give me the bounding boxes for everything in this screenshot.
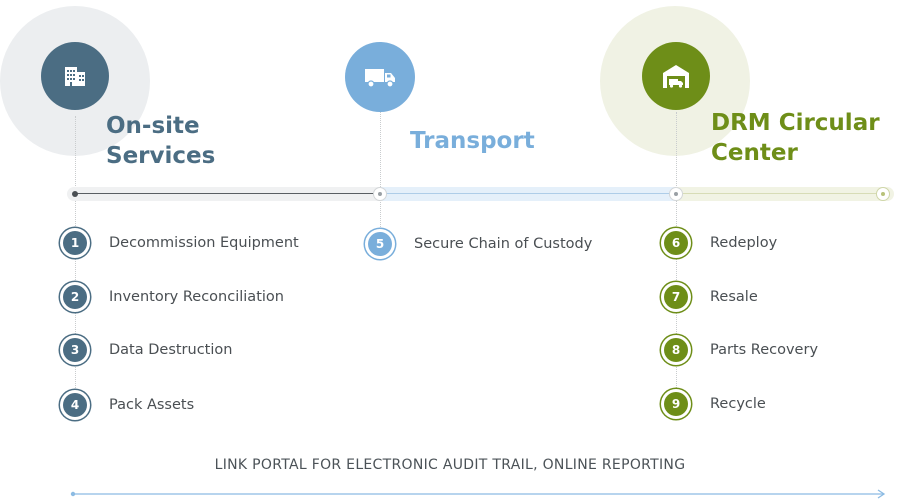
step-7: 7 Resale — [664, 285, 758, 309]
transport-guide-line — [380, 112, 381, 247]
step-badge: 9 — [664, 392, 688, 416]
step-label: Recycle — [710, 396, 766, 412]
transport-icon-circle — [345, 42, 415, 112]
footer-arrow — [70, 489, 886, 499]
timeline-node-transport — [373, 187, 387, 201]
timeline-node-drm — [669, 187, 683, 201]
warehouse-truck-icon — [663, 65, 689, 88]
step-label: Decommission Equipment — [109, 235, 299, 251]
step-8: 8 Parts Recovery — [664, 338, 818, 362]
step-label: Inventory Reconciliation — [109, 289, 284, 305]
timeline-band-transport — [380, 187, 676, 201]
drm-title: DRM Circular Center — [711, 110, 880, 166]
drm-guide-line — [676, 112, 677, 412]
drm-icon-circle — [642, 42, 710, 110]
step-label: Pack Assets — [109, 397, 195, 413]
timeline-start-dot — [72, 191, 78, 197]
step-label: Resale — [710, 289, 758, 305]
step-badge: 8 — [664, 338, 688, 362]
timeline-line-drm — [676, 193, 882, 194]
step-5: 5 Secure Chain of Custody — [368, 232, 592, 256]
onsite-guide-line — [75, 116, 76, 416]
step-badge: 3 — [63, 338, 87, 362]
step-label: Redeploy — [710, 235, 778, 251]
step-3: 3 Data Destruction — [63, 338, 232, 362]
onsite-icon-circle — [41, 42, 109, 110]
step-badge: 4 — [63, 393, 87, 417]
step-label: Parts Recovery — [710, 342, 819, 358]
step-badge: 7 — [664, 285, 688, 309]
step-2: 2 Inventory Reconciliation — [63, 285, 284, 309]
step-badge: 5 — [368, 232, 392, 256]
building-icon — [65, 67, 85, 86]
step-label: Secure Chain of Custody — [414, 236, 593, 252]
step-4: 4 Pack Assets — [63, 393, 194, 417]
step-badge: 6 — [664, 231, 688, 255]
timeline-band-drm — [676, 187, 894, 201]
timeline-line-transport — [380, 193, 676, 194]
timeline-band-onsite — [67, 187, 380, 201]
onsite-title: On-site Services — [106, 113, 216, 169]
truck-icon — [365, 69, 395, 88]
step-6: 6 Redeploy — [664, 231, 777, 255]
step-badge: 1 — [63, 231, 87, 255]
step-badge: 2 — [63, 285, 87, 309]
transport-title: Transport — [410, 128, 535, 154]
timeline-node-end — [876, 187, 890, 201]
step-9: 9 Recycle — [664, 392, 766, 416]
footer-caption: LINK PORTAL FOR ELECTRONIC AUDIT TRAIL, … — [214, 457, 686, 473]
step-1: 1 Decommission Equipment — [63, 231, 299, 255]
timeline-line-onsite — [75, 193, 380, 194]
step-label: Data Destruction — [109, 342, 233, 358]
